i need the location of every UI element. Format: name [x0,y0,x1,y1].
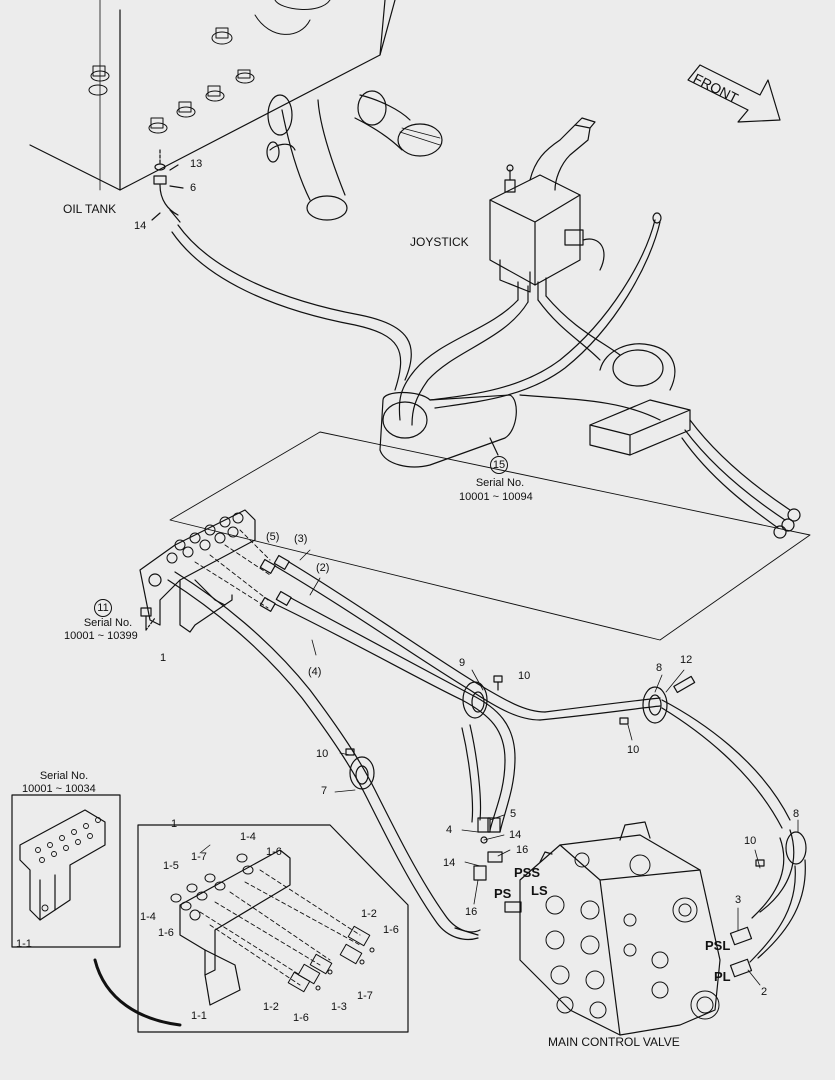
inset-label-1-1-a: 1-1 [16,938,32,950]
part-label-9: 9 [459,657,466,669]
part-label-6: 6 [190,182,197,194]
part-label-2-paren: (2) [316,562,330,574]
inset-label-1-2-b: 1-2 [263,1001,279,1013]
inset-label-1-6-b: 1-6 [158,927,174,939]
serial-11-caption: Serial No. [83,617,133,629]
inset-label-1-6-a: 1-6 [266,846,282,858]
part-label-10-d: 10 [744,835,757,847]
oil-tank [29,0,443,221]
part-label-16-b: 16 [465,906,478,918]
leader-lines [199,549,799,986]
part-label-10-b: 10 [627,744,640,756]
clamps [345,675,807,867]
part-label-10-a: 10 [518,670,531,682]
inset-label-1-3: 1-3 [331,1001,347,1013]
part-label-14-b: 14 [509,829,522,841]
pilot-manifold [139,509,292,633]
part-label-14: 14 [134,220,147,232]
part-label-5-paren: (5) [266,531,280,543]
tank-hose [171,224,412,391]
part-label-5: 5 [510,808,517,820]
part-label-8-b: 8 [793,808,800,820]
inset-serial-box [11,794,121,948]
pilot-hoses [167,561,806,963]
inset-label-1-7-a: 1-7 [191,851,207,863]
front-arrow [687,64,781,123]
serial-11-range: 10001 ~ 10399 [64,630,138,642]
joystick-label: JOYSTICK [410,235,469,249]
part-label-4: 4 [446,824,453,836]
oil-tank-label: OIL TANK [63,202,117,216]
serial-15-range: 10001 ~ 10094 [459,491,533,503]
port-ls: LS [531,883,548,898]
part-15-circled: 15 [490,456,508,474]
valve-fittings [454,817,753,978]
part-label-7: 7 [321,785,328,797]
inset-label-1-5: 1-5 [163,860,179,872]
joystick-assembly [398,117,662,426]
hose-bracket [519,343,801,539]
mounting-plane [169,431,811,641]
inset-arrow [93,958,182,1027]
part-label-4-paren: (4) [308,666,322,678]
inset-label-1-2-a: 1-2 [361,908,377,920]
inset-label-1-1-b: 1-1 [191,1010,207,1022]
inset-label-1-6-d: 1-6 [293,1012,309,1024]
part-label-3: 3 [735,894,742,906]
part-label-13: 13 [190,158,203,170]
serial-inset-range: 10001 ~ 10034 [22,783,96,795]
part-label-12: 12 [680,654,693,666]
port-ps: PS [494,886,512,901]
part-11-circled: 11 [94,599,112,617]
inset-manifold-box [137,824,409,1033]
inset-label-1-6-c: 1-6 [383,924,399,936]
part-label-8-a: 8 [656,662,663,674]
port-psl: PSL [705,938,731,953]
inset-part-1: 1 [171,818,178,830]
inset-label-1-4-b: 1-4 [140,911,156,923]
tank-fitting [151,149,184,223]
part-label-14-c: 14 [443,857,456,869]
inset-label-1-4-a: 1-4 [240,831,256,843]
port-pl: PL [714,969,731,984]
bolt-11 [140,607,156,631]
serial-inset-caption: Serial No. [39,770,89,782]
main-control-valve-label: MAIN CONTROL VALVE [548,1035,680,1049]
main-control-valve [519,821,721,1036]
serial-15-caption: Serial No. [475,477,525,489]
part-label-1: 1 [160,652,167,664]
part-label-2: 2 [761,986,768,998]
part-label-16-a: 16 [516,844,529,856]
part-label-10-c: 10 [316,748,329,760]
part-label-3-paren: (3) [294,533,308,545]
port-pss: PSS [514,865,541,880]
inset-label-1-7-b: 1-7 [357,990,373,1002]
hose-sleeve [379,391,517,468]
